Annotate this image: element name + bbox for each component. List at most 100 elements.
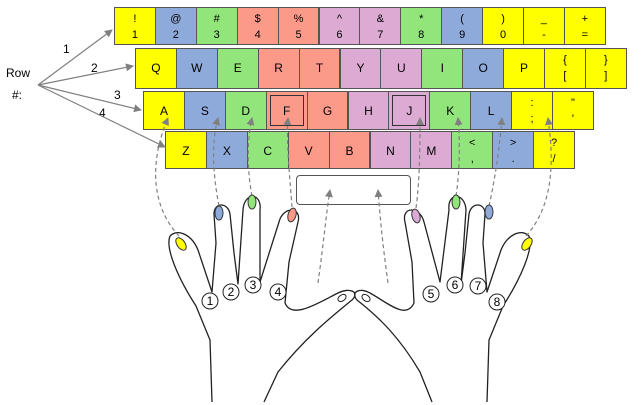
row-caption-line1: Row	[6, 66, 31, 80]
left-thumbnail	[337, 293, 347, 303]
key-r1-10: )0	[482, 7, 524, 45]
key-shift-symbol: }	[603, 54, 608, 66]
key-label: O	[478, 61, 488, 75]
key-shift-symbol: &	[376, 13, 384, 25]
key-shift-symbol: %	[293, 13, 304, 25]
key-label: P	[520, 61, 529, 75]
key-shift-symbol: _	[540, 13, 547, 25]
right-hand-palm-edge	[486, 235, 531, 403]
key-shift-symbol: )	[501, 13, 505, 25]
key-label: E	[233, 61, 242, 75]
key-r1-3: #3	[195, 7, 238, 45]
fingertip-5	[411, 208, 421, 224]
key-label: Z	[182, 144, 190, 158]
key-shift-symbol: #	[213, 13, 220, 25]
key-shift-symbol: +	[581, 13, 589, 25]
row-number-3: 3	[114, 88, 121, 102]
reach-arrow-8	[525, 117, 553, 237]
finger-number-5: 5	[427, 287, 435, 301]
key-base-symbol: ;	[530, 113, 534, 125]
key-shift-symbol: ^	[336, 13, 343, 25]
key-base-symbol: 4	[254, 29, 261, 41]
key-base-symbol: 2	[172, 29, 179, 41]
row-caption-line2: #:	[12, 88, 23, 102]
key-r2-5: T	[298, 48, 341, 89]
key-base-symbol: -	[542, 29, 546, 41]
finger-number-circle-3	[244, 276, 262, 294]
reach-arrow-7	[488, 117, 506, 207]
reach-arrow-6	[454, 117, 463, 197]
finger-number-3: 3	[249, 278, 257, 292]
fingertip-3	[247, 194, 257, 210]
reach-arrow-2	[212, 117, 221, 207]
key-r4-1: Z	[165, 131, 207, 169]
key-label: W	[191, 61, 203, 75]
fingertip-1	[175, 237, 187, 251]
key-shift-symbol: $	[254, 13, 261, 25]
key-r1-7: &7	[359, 7, 402, 45]
key-shift-symbol: (	[460, 13, 464, 25]
key-label: D	[241, 104, 251, 118]
finger-number-circle-7	[469, 277, 487, 295]
key-shift-symbol: *	[419, 13, 424, 25]
key-label: G	[322, 104, 333, 118]
key-base-symbol: ]	[604, 70, 608, 82]
key-r2-6: Y	[339, 48, 382, 89]
key-base-symbol: .	[511, 153, 515, 165]
key-label: Y	[356, 61, 365, 75]
finger-number-circle-6	[446, 276, 464, 294]
key-label: R	[274, 61, 283, 75]
key-r3-6: H	[347, 91, 390, 130]
key-r1-1: !1	[114, 7, 156, 45]
key-base-symbol: 0	[499, 29, 507, 41]
key-r2-1: Q	[135, 48, 177, 89]
key-shift-symbol: !	[133, 13, 137, 25]
right-thumbnail	[361, 293, 371, 303]
key-base-symbol: '	[571, 113, 574, 125]
fingertip-2	[214, 205, 224, 221]
reach-arrow-9	[317, 189, 333, 284]
key-r1-11: _-	[523, 7, 565, 45]
key-r4-2: X	[205, 131, 248, 169]
finger-number-1: 1	[206, 294, 214, 308]
row-pointer-arrow-2	[37, 63, 134, 86]
reach-arrow-1	[155, 117, 180, 237]
key-r2-12: }]	[584, 48, 627, 89]
reach-arrow-5	[415, 117, 424, 209]
finger-number-6: 6	[451, 278, 459, 292]
key-shift-symbol: {	[563, 54, 567, 66]
key-base-symbol: 6	[336, 29, 343, 41]
key-label: M	[426, 144, 437, 158]
key-r1-5: %5	[277, 7, 320, 45]
key-r2-4: R	[257, 48, 300, 89]
key-shift-symbol: >	[509, 137, 517, 149]
key-base-symbol: 7	[377, 29, 384, 41]
key-r1-8: *8	[400, 7, 443, 45]
finger-number-circle-2	[222, 283, 240, 301]
finger-number-7: 7	[474, 279, 482, 293]
key-base-symbol: /	[552, 153, 556, 165]
key-base-symbol: 5	[295, 29, 302, 41]
key-shift-symbol: @	[170, 13, 182, 25]
key-label: L	[487, 104, 495, 118]
key-base-symbol: 8	[418, 29, 425, 41]
left-hand-palm-edge	[168, 235, 213, 403]
key-label: I	[440, 61, 444, 75]
key-r4-10: ?/	[533, 131, 575, 169]
row-pointer-arrow-1	[37, 29, 113, 86]
key-label: U	[397, 61, 406, 75]
key-shift-symbol: :	[530, 97, 534, 109]
key-shift-symbol: "	[570, 97, 575, 109]
key-shift-symbol: ?	[550, 137, 558, 149]
key-label: A	[159, 104, 168, 118]
fingertip-4	[287, 207, 297, 223]
key-r1-12: +=	[563, 7, 606, 45]
finger-number-4: 4	[274, 285, 282, 299]
finger-number-circle-5	[422, 285, 440, 303]
key-r2-2: W	[175, 48, 218, 89]
fingertip-7	[484, 204, 494, 220]
key-label: X	[222, 144, 231, 158]
row-number-4: 4	[99, 106, 106, 120]
key-r3-3: D	[224, 91, 267, 130]
